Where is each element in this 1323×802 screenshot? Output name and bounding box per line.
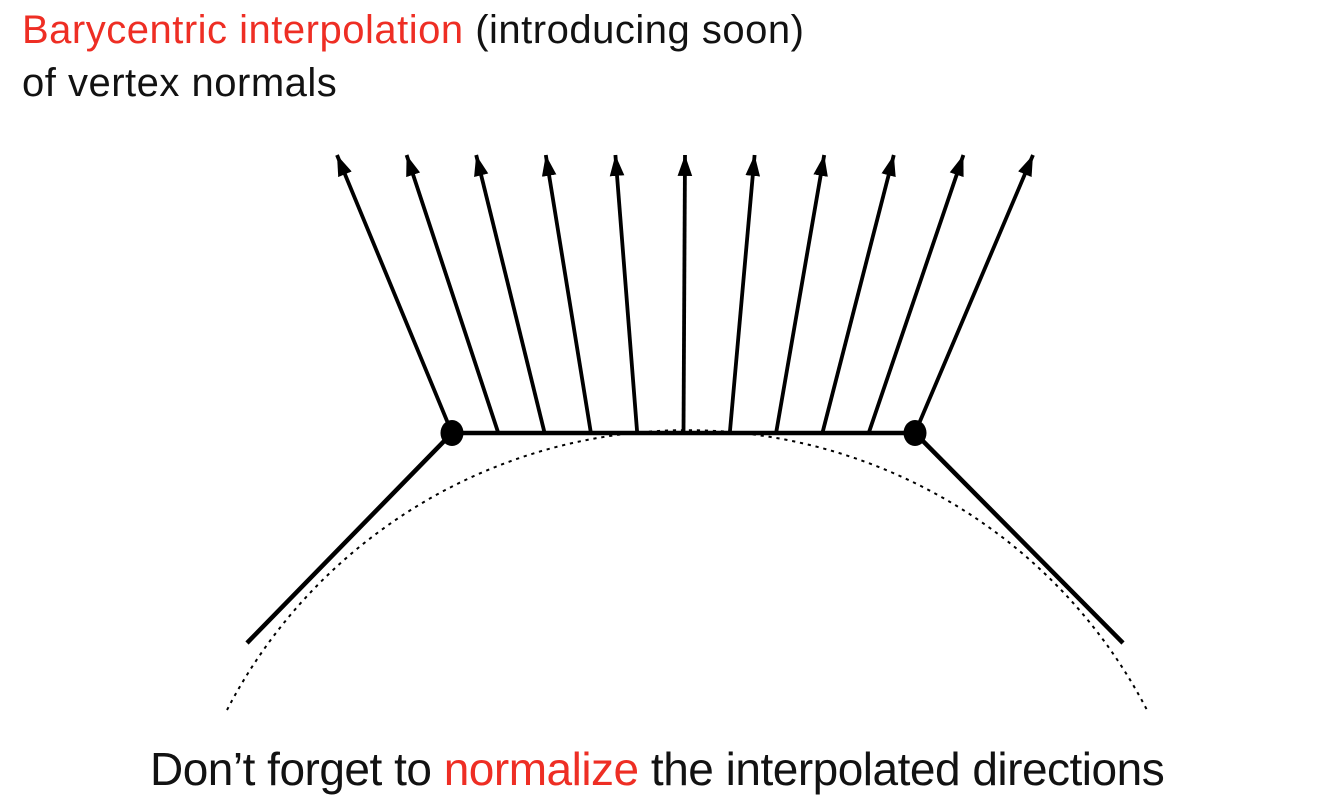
normal-arrow xyxy=(404,154,501,434)
true-surface-arc xyxy=(226,429,1149,713)
normal-arrow xyxy=(609,154,640,434)
normal-arrow xyxy=(866,154,966,434)
title-rest: (introducing soon) xyxy=(463,8,805,52)
title-line-1: Barycentric interpolation (introducing s… xyxy=(22,4,804,57)
normal-arrow xyxy=(727,154,761,434)
footer-highlight: normalize xyxy=(443,743,639,795)
normal-arrow xyxy=(677,154,693,434)
title-line-2: of vertex normals xyxy=(22,61,338,105)
title-highlight: Barycentric interpolation xyxy=(22,8,464,52)
normal-arrow xyxy=(474,154,547,434)
normal-arrow xyxy=(913,154,1035,434)
footer-post: the interpolated directions xyxy=(638,743,1165,795)
normal-arrow xyxy=(774,154,828,434)
vertex-dot xyxy=(903,420,927,446)
footer-caption: Don’t forget to normalize the interpolat… xyxy=(150,743,1165,795)
vertex-dot xyxy=(440,420,464,446)
footer-pre: Don’t forget to xyxy=(150,743,444,795)
right-flank-edge xyxy=(913,431,1125,645)
left-flank-edge xyxy=(245,431,454,645)
normal-arrow xyxy=(335,154,454,434)
normal-arrow xyxy=(820,154,896,434)
slide-title: Barycentric interpolation (introducing s… xyxy=(22,4,804,110)
normal-arrow xyxy=(541,154,593,434)
